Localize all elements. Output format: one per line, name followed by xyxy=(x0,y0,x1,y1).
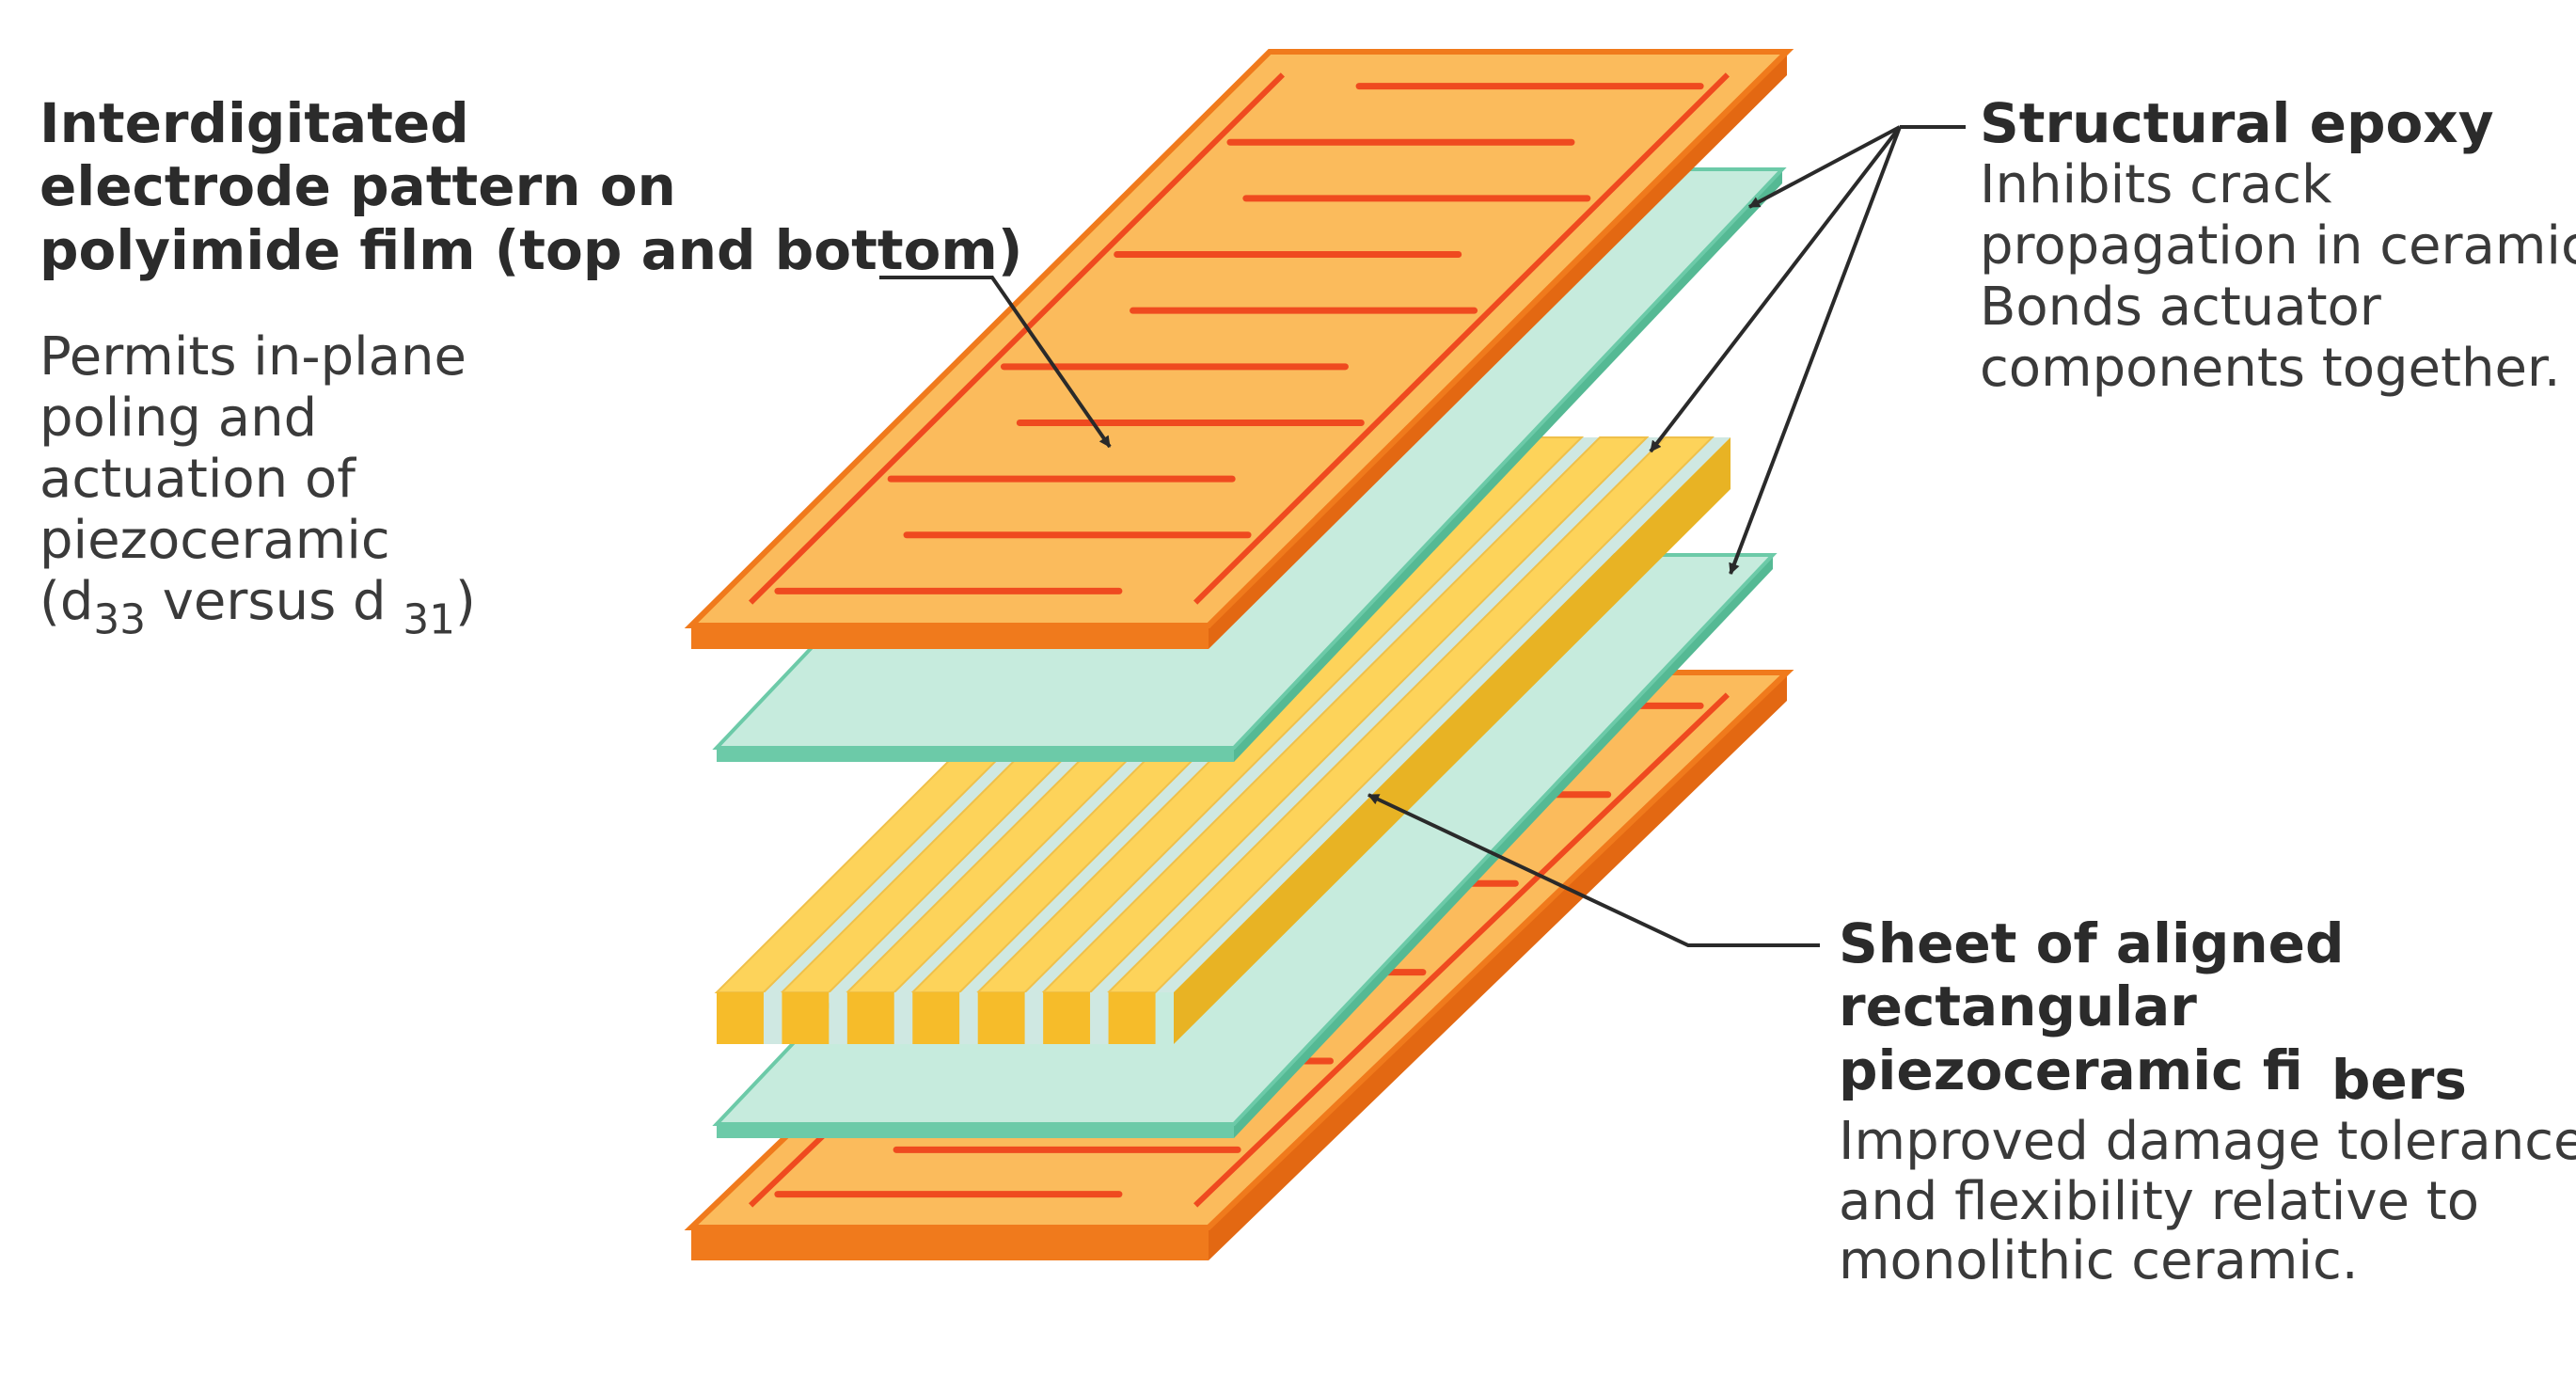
epoxy-leader-middle xyxy=(1649,125,1902,453)
epoxy-desc-line: Inhibits crack xyxy=(1980,154,2332,216)
electrode-label-title: Interdigitated electrode pattern on poly… xyxy=(40,91,1023,282)
electrode-desc-line: actuation of xyxy=(40,448,356,510)
bottom-film-side-right xyxy=(1209,673,1787,1260)
fibers-label-description: Improved damage tolerance and flexibilit… xyxy=(1839,1110,2576,1292)
formula-close: ) xyxy=(454,570,476,632)
electrode-bus-bar xyxy=(748,72,1286,605)
fiber-strip-front xyxy=(782,992,830,1044)
formula-sub-33: 33 xyxy=(93,594,146,643)
epoxy-desc-line: Bonds actuator xyxy=(1980,277,2381,339)
top-film-electrode-lines xyxy=(748,72,1731,605)
electrode-label-description: Permits in-plane poling and actuation of… xyxy=(40,325,1022,641)
electrode-bus-bar xyxy=(1193,72,1731,605)
fiber-gap-front xyxy=(959,992,978,1044)
top-electrode-film xyxy=(684,49,1794,649)
electrode-label: Interdigitated electrode pattern on poly… xyxy=(40,91,1023,641)
electrode-bus-bar xyxy=(1193,692,1730,1208)
epoxy-label-title: Structural epoxy xyxy=(1980,91,2576,155)
fibers-title-part-b: bers xyxy=(2331,1047,2467,1112)
fibers-title-line-last: piezoceramic fi bers xyxy=(1839,1037,2576,1111)
epoxy-label-description: Inhibits crack propagation in ceramic. B… xyxy=(1980,154,2576,400)
fiber-gap-front xyxy=(893,992,913,1044)
fibers-label: Sheet of aligned rectangular piezocerami… xyxy=(1839,911,2576,1292)
fiber-strip-front xyxy=(912,992,960,1044)
fiber-strip-front xyxy=(1043,992,1091,1044)
electrode-desc-line: piezoceramic xyxy=(40,509,390,571)
electrode-title-line: Interdigitated xyxy=(40,91,469,155)
fibers-label-title: Sheet of aligned rectangular piezocerami… xyxy=(1839,911,2576,1111)
top-epoxy-side-right xyxy=(1234,169,1782,762)
bottom-film-side xyxy=(691,1228,1209,1260)
bottom-epoxy-side-right xyxy=(1234,555,1773,1138)
fiber-gap-front xyxy=(1024,992,1044,1044)
epoxy-desc-line: components together. xyxy=(1980,338,2561,400)
fibers-title-line: Sheet of aligned xyxy=(1839,911,2345,975)
fiber-strip-front xyxy=(846,992,894,1044)
fiber-gap-front xyxy=(829,992,847,1044)
bottom-epoxy-side xyxy=(717,1124,1234,1138)
fiber-strip-front xyxy=(1108,992,1156,1044)
formula-mid: versus d xyxy=(145,570,403,632)
fiber-strip-front xyxy=(717,992,764,1044)
fibers-title-part-a: piezoceramic fi xyxy=(1839,1037,2303,1102)
electrode-desc-formula: (d33 versus d 31) xyxy=(40,570,1022,641)
electrode-title-line: polyimide film (top and bottom) xyxy=(40,217,1023,282)
electrode-desc-line: poling and xyxy=(40,387,318,449)
epoxy-leader-top xyxy=(1748,125,1901,209)
top-epoxy-side xyxy=(717,748,1234,762)
top-film-side xyxy=(691,626,1209,649)
electrode-desc-line: Permits in-plane xyxy=(40,325,466,388)
fiber-sheet-side-right xyxy=(1174,437,1731,1044)
formula-open: (d xyxy=(40,570,94,632)
leader-lines xyxy=(879,125,1966,947)
top-film-side-right xyxy=(1209,52,1787,649)
fiber-strip-front xyxy=(977,992,1025,1044)
fiber-gap-front xyxy=(1090,992,1109,1044)
electrode-title-line: electrode pattern on xyxy=(40,154,676,219)
fibers-desc-line: and flexibility relative to xyxy=(1839,1170,2479,1232)
fiber-front-faces xyxy=(717,992,1156,1044)
epoxy-label: Structural epoxy Inhibits crack propagat… xyxy=(1980,91,2576,400)
formula-sub-31: 31 xyxy=(403,594,455,643)
epoxy-leader-bottom xyxy=(1729,126,1902,575)
fibers-leader xyxy=(1367,793,1820,947)
fibers-title-line: rectangular xyxy=(1839,974,2197,1039)
epoxy-title-line: Structural epoxy xyxy=(1980,91,2494,155)
electrode-leader xyxy=(879,276,1112,449)
fibers-desc-line: monolithic ceramic. xyxy=(1839,1230,2359,1292)
epoxy-desc-line: propagation in ceramic. xyxy=(1980,215,2576,277)
fibers-desc-line: Improved damage tolerance xyxy=(1839,1110,2576,1172)
fiber-gap-front xyxy=(763,992,782,1044)
